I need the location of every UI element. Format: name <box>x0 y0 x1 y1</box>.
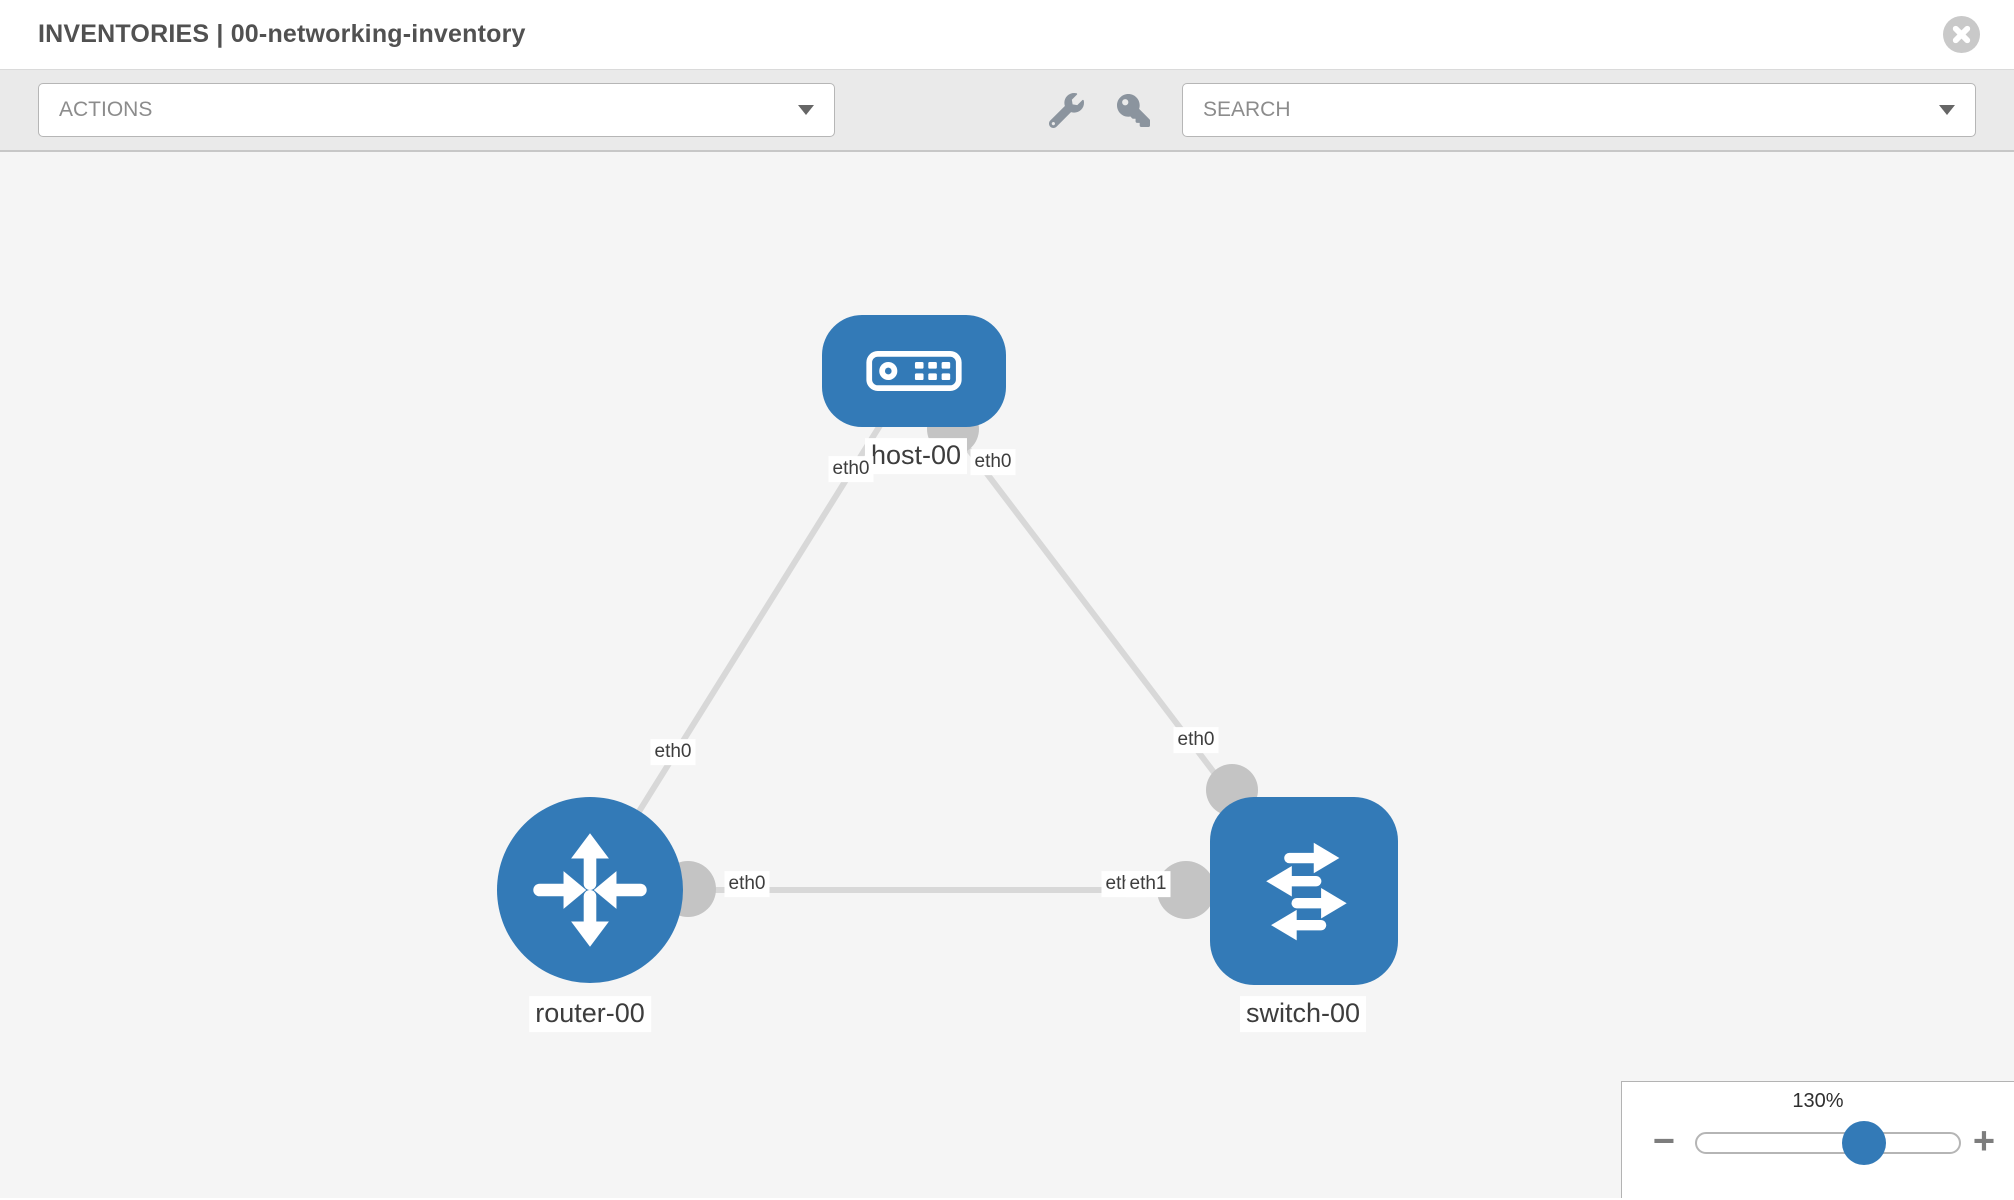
credentials-button[interactable] <box>1117 93 1150 127</box>
zoom-level-value: 130% <box>1792 1090 1844 1112</box>
links-layer <box>587 369 1307 919</box>
actions-dropdown-label: ACTIONS <box>59 98 153 121</box>
if-label-switch-top: eth0 <box>1173 727 1219 753</box>
page-title: INVENTORIES | 00-networking-inventory <box>38 20 526 48</box>
key-icon <box>1117 93 1150 127</box>
node-label-router: router-00 <box>529 996 651 1032</box>
node-router-00[interactable] <box>497 797 683 983</box>
zoom-out-button[interactable]: − <box>1652 1120 1676 1163</box>
search-dropdown-label: SEARCH <box>1203 98 1291 121</box>
router-icon <box>533 833 647 947</box>
wrench-icon <box>1049 92 1084 128</box>
node-host-00[interactable] <box>822 315 1006 427</box>
toolbar: ACTIONS SEARCH <box>0 70 2014 152</box>
host-icon <box>866 351 962 391</box>
node-label-host: host-00 <box>864 438 968 474</box>
switch-icon <box>1266 842 1347 941</box>
zoom-panel: 130% − + <box>1621 1081 2014 1198</box>
header: INVENTORIES | 00-networking-inventory <box>0 0 2014 70</box>
zoom-slider-thumb[interactable] <box>1842 1121 1886 1165</box>
if-label-host-right: eth0 <box>970 449 1016 475</box>
node-label-switch: switch-00 <box>1239 996 1367 1032</box>
interface-connector-switch-left[interactable] <box>1157 861 1215 919</box>
node-switch-00[interactable] <box>1210 797 1398 985</box>
if-label-router-top: eth0 <box>650 739 696 765</box>
chevron-down-icon <box>1939 105 1955 115</box>
close-icon <box>1952 25 1971 44</box>
if-label-router-right: eth0 <box>724 871 770 897</box>
actions-dropdown[interactable]: ACTIONS <box>38 83 835 137</box>
topology-canvas[interactable]: host-00 router-00 switch-00 eth0 eth0 et… <box>0 152 2014 1198</box>
if-label-host-left: eth0 <box>828 456 874 482</box>
close-button[interactable] <box>1943 16 1980 53</box>
if-label-switch-left-over: eth1 <box>1125 871 1171 897</box>
zoom-slider-track[interactable] <box>1695 1132 1961 1154</box>
zoom-in-button[interactable]: + <box>1972 1120 1996 1163</box>
chevron-down-icon <box>798 105 814 115</box>
configure-button[interactable] <box>1049 92 1084 128</box>
tool-icon-group <box>1049 92 1150 128</box>
search-dropdown[interactable]: SEARCH <box>1182 83 1976 137</box>
